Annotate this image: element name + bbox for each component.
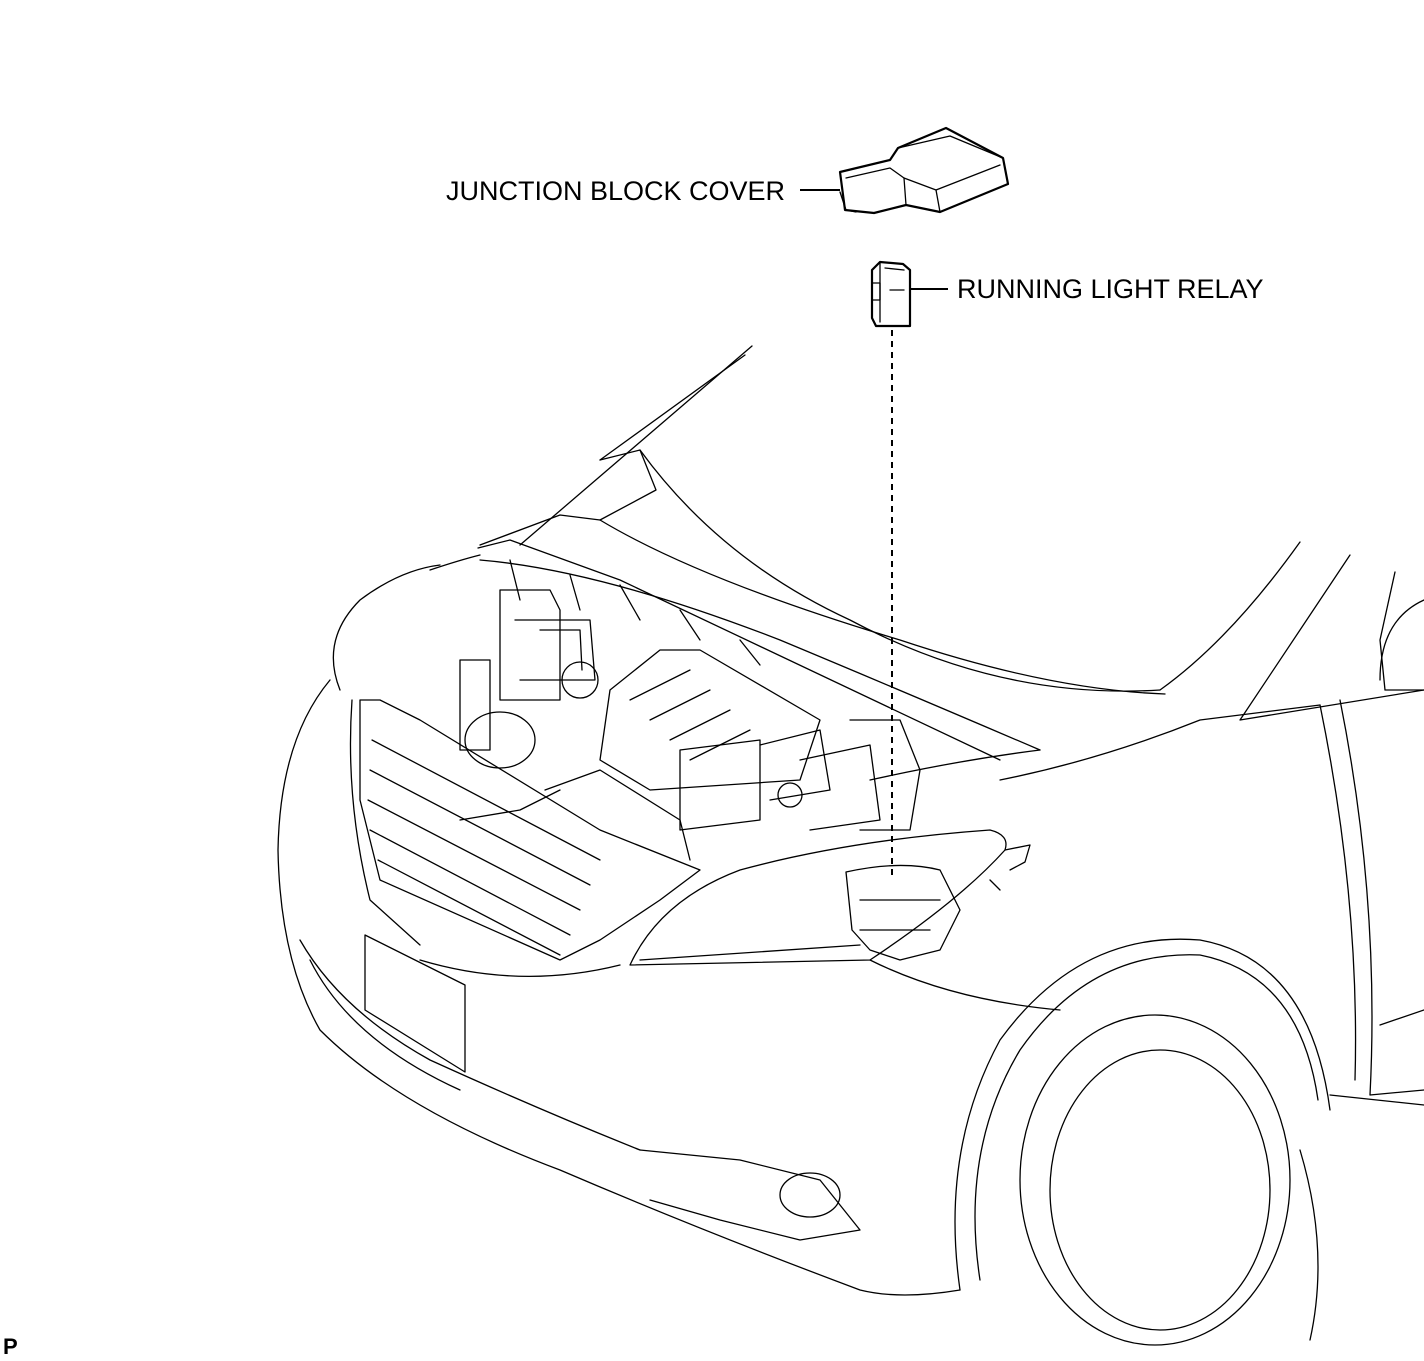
- junction-block-cover-label: JUNCTION BLOCK COVER: [446, 176, 786, 206]
- corner-mark: P: [3, 1334, 18, 1359]
- bumper-drawing: [277, 679, 961, 1296]
- hood-drawing: [479, 345, 1301, 695]
- junction-block-cover-drawing: [838, 126, 1010, 215]
- body-side-drawing: [1239, 554, 1424, 1106]
- headlight-fender-drawing: [629, 704, 1321, 1011]
- running-light-relay-drawing: [870, 260, 912, 328]
- wheel-drawing: [954, 938, 1331, 1346]
- grille-drawing: [332, 564, 701, 961]
- running-light-relay-label: RUNNING LIGHT RELAY: [957, 274, 1264, 304]
- engine-bay-drawing: [429, 539, 1041, 861]
